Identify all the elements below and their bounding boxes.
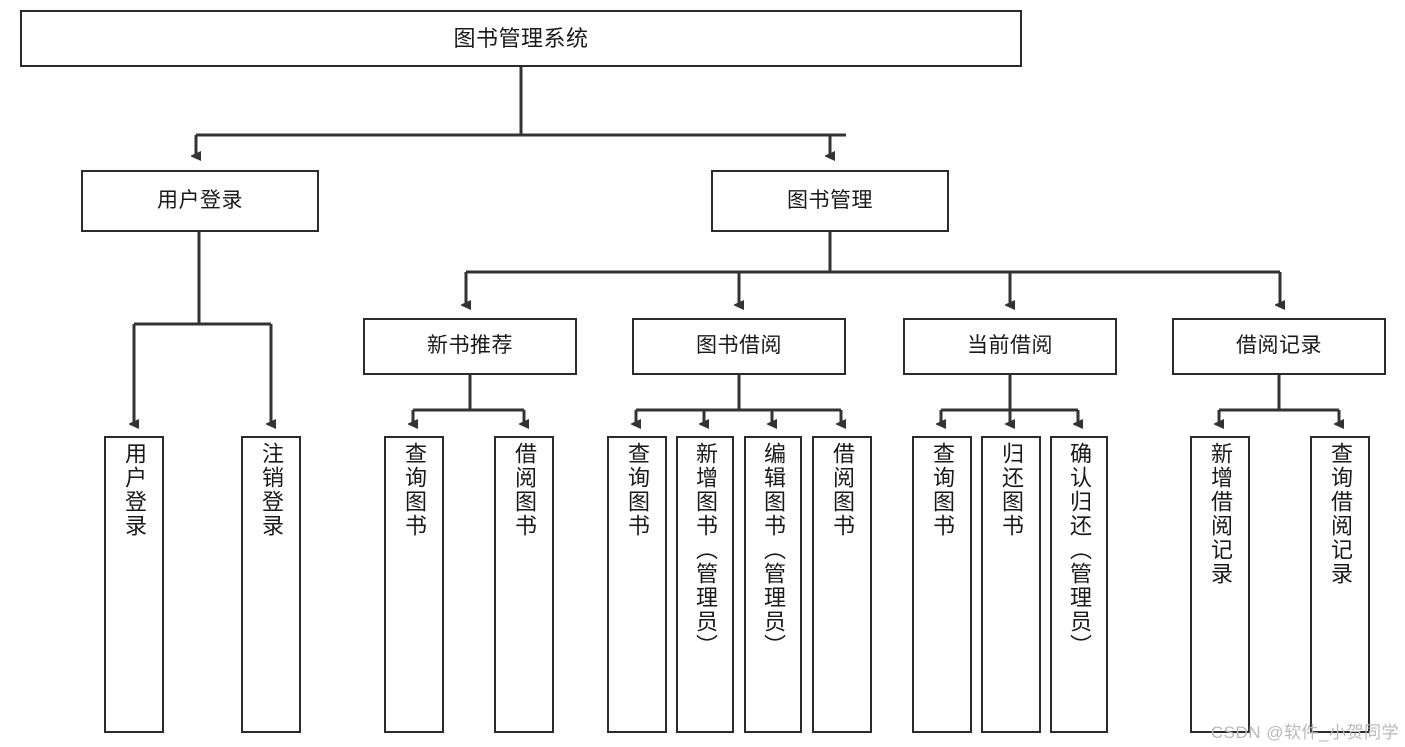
node-label: 新书推荐 [427, 334, 513, 358]
node-label: 图书管理系统 [453, 25, 589, 51]
watermark-text: CSDN @软件_小贺同学 [1210, 723, 1399, 742]
node-label: 图书管理 [787, 188, 873, 212]
node-leaf-borrow-books[interactable]: 借阅图书 [812, 436, 872, 733]
node-leaf-return-books[interactable]: 归还图书 [981, 436, 1041, 733]
node-label: 归还图书 [999, 442, 1024, 538]
node-label: 借阅记录 [1236, 334, 1322, 358]
node-label: 借阅图书 [512, 442, 537, 538]
node-label: 查询图书 [930, 442, 955, 538]
node-label: 查询图书 [625, 442, 650, 538]
node-label: 用户登录 [122, 442, 147, 538]
node-borrow-record[interactable]: 借阅记录 [1172, 318, 1386, 375]
node-leaf-query-borrow-record[interactable]: 查询借阅记录 [1310, 436, 1370, 733]
node-user-login[interactable]: 用户登录 [81, 170, 319, 232]
node-leaf-logout[interactable]: 注销登录 [241, 436, 301, 733]
node-leaf-add-borrow-record[interactable]: 新增借阅记录 [1190, 436, 1250, 733]
node-label: 图书借阅 [696, 334, 782, 358]
node-leaf-query-books-current[interactable]: 查询图书 [912, 436, 972, 733]
node-label: 查询图书 [402, 442, 427, 538]
node-book-borrow[interactable]: 图书借阅 [632, 318, 846, 375]
node-leaf-edit-book-admin[interactable]: 编辑图书（管理员） [744, 436, 802, 733]
node-current-borrow[interactable]: 当前借阅 [903, 318, 1117, 375]
node-leaf-query-books-borrow[interactable]: 查询图书 [607, 436, 667, 733]
node-label: 借阅图书 [830, 442, 855, 538]
node-label: 当前借阅 [967, 334, 1053, 358]
node-book-management[interactable]: 图书管理 [711, 170, 949, 232]
node-leaf-query-books-recommend[interactable]: 查询图书 [384, 436, 444, 733]
node-label: 注销登录 [259, 442, 284, 538]
node-label: 用户登录 [157, 188, 243, 212]
node-leaf-confirm-return-admin[interactable]: 确认归还（管理员） [1050, 436, 1108, 733]
node-label: 编辑图书（管理员） [761, 442, 786, 658]
node-root-book-management-system[interactable]: 图书管理系统 [20, 10, 1022, 67]
node-leaf-add-book-admin[interactable]: 新增图书（管理员） [676, 436, 734, 733]
node-new-book-recommend[interactable]: 新书推荐 [363, 318, 577, 375]
node-label: 查询借阅记录 [1328, 442, 1353, 586]
node-label: 新增借阅记录 [1208, 442, 1233, 586]
node-leaf-borrow-books-recommend[interactable]: 借阅图书 [494, 436, 554, 733]
node-label: 新增图书（管理员） [693, 442, 718, 658]
node-label: 确认归还（管理员） [1067, 442, 1092, 658]
node-leaf-user-login[interactable]: 用户登录 [104, 436, 164, 733]
